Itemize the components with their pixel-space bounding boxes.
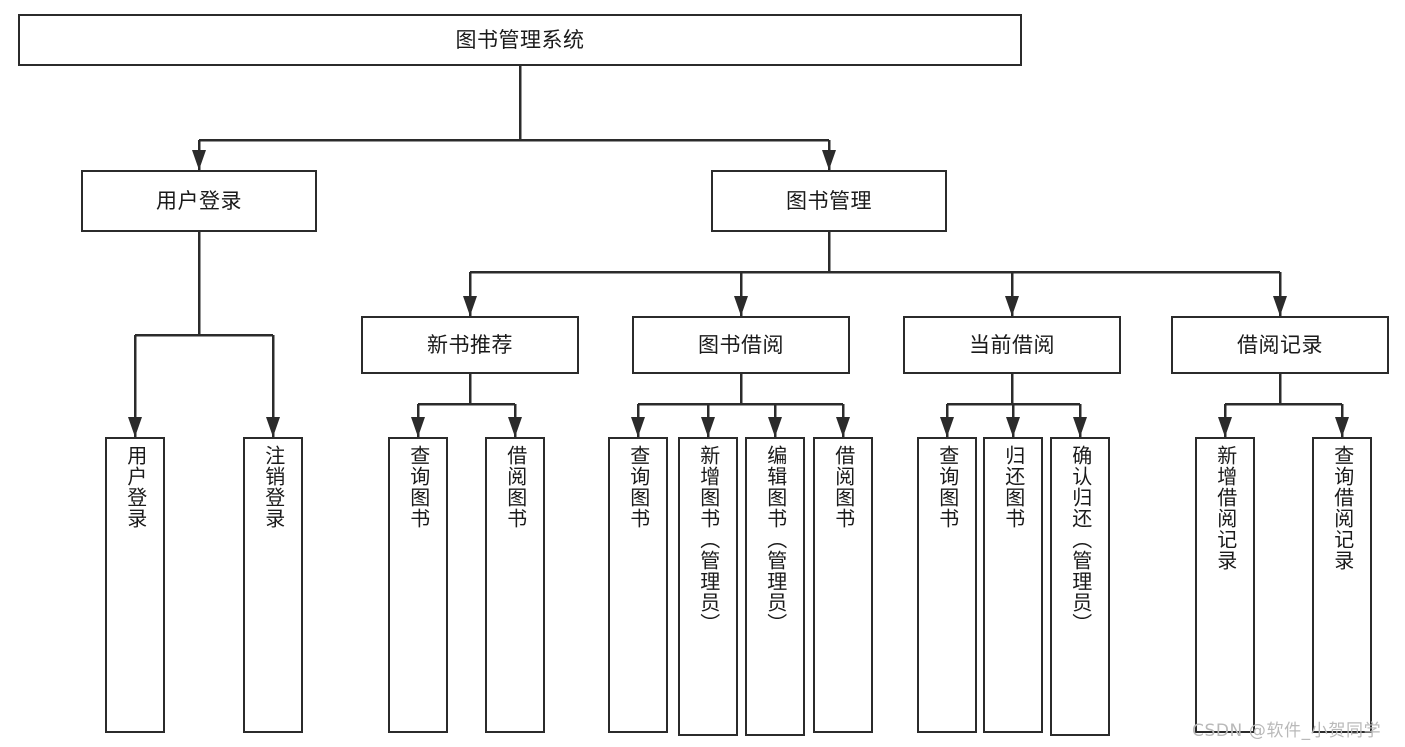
node-leaf-borrow-book-2[interactable]: 借阅图书 (813, 437, 873, 733)
node-label: 借阅图书 (503, 445, 528, 529)
arrow-head-icon (1218, 417, 1232, 437)
node-label: 新增图书（管理员） (696, 445, 721, 634)
node-leaf-query-book-2[interactable]: 查询图书 (608, 437, 668, 733)
node-label: 编辑图书（管理员） (763, 445, 788, 634)
node-label: 当前借阅 (969, 332, 1055, 357)
node-current-borrow[interactable]: 当前借阅 (903, 316, 1121, 374)
node-label: 图书借阅 (698, 332, 784, 357)
node-label: 用户登录 (123, 445, 148, 529)
arrow-head-icon (734, 296, 748, 316)
node-label: 新书推荐 (427, 332, 513, 357)
node-leaf-edit-book[interactable]: 编辑图书（管理员） (745, 437, 805, 736)
node-book-manage[interactable]: 图书管理 (711, 170, 947, 232)
arrow-head-icon (1335, 417, 1349, 437)
node-leaf-query-book-3[interactable]: 查询图书 (917, 437, 977, 733)
node-label: 查询图书 (935, 445, 960, 529)
arrow-head-icon (631, 417, 645, 437)
node-label: 用户登录 (156, 188, 242, 213)
node-book-borrow[interactable]: 图书借阅 (632, 316, 850, 374)
arrow-head-icon (836, 417, 850, 437)
arrow-head-icon (1005, 296, 1019, 316)
arrow-head-icon (1073, 417, 1087, 437)
node-leaf-user-login[interactable]: 用户登录 (105, 437, 165, 733)
node-label: 查询图书 (626, 445, 651, 529)
node-leaf-query-book-1[interactable]: 查询图书 (388, 437, 448, 733)
node-user-login[interactable]: 用户登录 (81, 170, 317, 232)
node-leaf-logout[interactable]: 注销登录 (243, 437, 303, 733)
node-new-book-recommend[interactable]: 新书推荐 (361, 316, 579, 374)
node-root[interactable]: 图书管理系统 (18, 14, 1022, 66)
node-leaf-add-book[interactable]: 新增图书（管理员） (678, 437, 738, 736)
node-borrow-record[interactable]: 借阅记录 (1171, 316, 1389, 374)
node-label: 注销登录 (261, 445, 286, 529)
node-label: 借阅图书 (831, 445, 856, 529)
node-label: 借阅记录 (1237, 332, 1323, 357)
arrow-head-icon (822, 150, 836, 170)
arrow-head-icon (411, 417, 425, 437)
node-leaf-query-record[interactable]: 查询借阅记录 (1312, 437, 1372, 733)
node-label: 查询图书 (406, 445, 431, 529)
arrow-head-icon (701, 417, 715, 437)
arrow-head-icon (128, 417, 142, 437)
arrow-head-icon (192, 150, 206, 170)
node-label: 确认归还（管理员） (1068, 445, 1093, 634)
node-leaf-add-record[interactable]: 新增借阅记录 (1195, 437, 1255, 733)
arrow-head-icon (768, 417, 782, 437)
node-label: 图书管理系统 (455, 27, 585, 52)
node-leaf-borrow-book-1[interactable]: 借阅图书 (485, 437, 545, 733)
arrow-head-icon (1006, 417, 1020, 437)
node-label: 归还图书 (1001, 445, 1026, 529)
arrow-head-icon (266, 417, 280, 437)
node-leaf-confirm-return[interactable]: 确认归还（管理员） (1050, 437, 1110, 736)
arrow-head-icon (1273, 296, 1287, 316)
node-label: 新增借阅记录 (1213, 445, 1238, 571)
arrow-head-icon (508, 417, 522, 437)
node-leaf-return-book[interactable]: 归还图书 (983, 437, 1043, 733)
watermark: CSDN @软件_小贺同学 (1192, 721, 1382, 741)
arrow-head-icon (463, 296, 477, 316)
arrow-head-icon (940, 417, 954, 437)
node-label: 图书管理 (786, 188, 872, 213)
node-label: 查询借阅记录 (1330, 445, 1355, 571)
